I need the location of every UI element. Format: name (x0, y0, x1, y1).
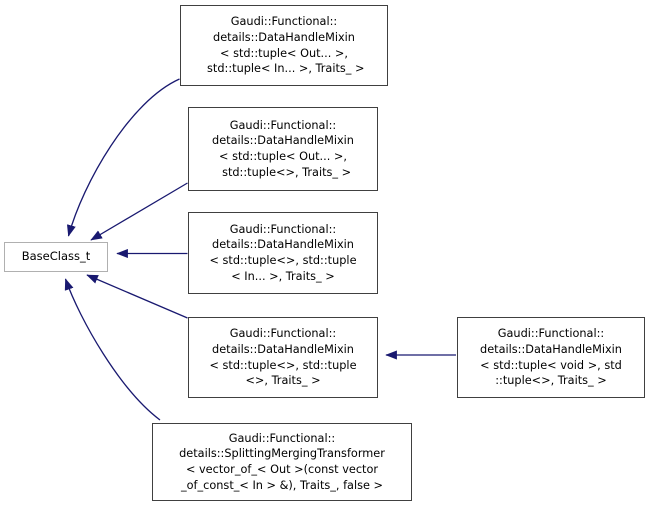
edge-smt-to-base (64, 278, 161, 421)
node-splittingmergingtransformer[interactable]: Gaudi::Functional:: details::SplittingMe… (152, 423, 412, 501)
node-datahandlemixin-void-empty[interactable]: Gaudi::Functional:: details::DataHandleM… (457, 317, 645, 398)
node-datahandlemixin-void-empty-line-3: ::tuple<>, Traits_ > (495, 374, 607, 388)
node-datahandlemixin-empty-in-line-0: Gaudi::Functional:: (229, 222, 337, 236)
node-datahandlemixin-out-empty-line-1: details::DataHandleMixin (212, 134, 354, 148)
edge-dhm-out-empty-to-base (90, 182, 188, 241)
node-splittingmergingtransformer-line-2: < vector_of_< Out >(const vector (185, 463, 379, 476)
node-datahandlemixin-out-empty[interactable]: Gaudi::Functional:: details::DataHandleM… (188, 107, 378, 191)
node-datahandlemixin-empty-in-line-1: details::DataHandleMixin (212, 238, 354, 252)
node-datahandlemixin-out-empty-line-2: < std::tuple< Out... >, (219, 150, 347, 163)
node-datahandlemixin-out-in-line-0: Gaudi::Functional:: (230, 15, 338, 29)
edge-dhm-empty-empty-to-base (86, 274, 188, 319)
node-datahandlemixin-empty-in-line-3: < In... >, Traits_ > (231, 269, 335, 283)
node-datahandlemixin-empty-empty-line-1: details::DataHandleMixin (212, 342, 354, 356)
node-datahandlemixin-empty-empty[interactable]: Gaudi::Functional:: details::DataHandleM… (188, 317, 378, 398)
node-datahandlemixin-void-empty-line-1: details::DataHandleMixin (480, 342, 622, 356)
node-datahandlemixin-empty-in[interactable]: Gaudi::Functional:: details::DataHandleM… (188, 212, 378, 294)
node-datahandlemixin-empty-empty-line-0: Gaudi::Functional:: (229, 327, 337, 341)
node-splittingmergingtransformer-line-3: _of_const_< In > &), Traits_, false > (180, 478, 384, 492)
node-datahandlemixin-out-empty-line-3: std::tuple<>, Traits_ > (214, 165, 352, 179)
node-base-class-t[interactable]: BaseClass_t (4, 242, 108, 272)
node-datahandlemixin-empty-empty-line-3: <>, Traits_ > (245, 374, 321, 388)
node-base-class-t-line-0: BaseClass_t (21, 249, 91, 264)
node-datahandlemixin-empty-in-line-2: < std::tuple<>, std::tuple (209, 254, 357, 267)
node-datahandlemixin-out-in-line-2: < std::tuple< Out... >, (220, 46, 348, 60)
node-datahandlemixin-out-in-line-3: std::tuple< In... >, Traits_ > (203, 62, 365, 76)
node-datahandlemixin-void-empty-line-2: < std::tuple< void >, std (480, 358, 622, 372)
node-splittingmergingtransformer-line-1: details::SplittingMergingTransformer (179, 447, 385, 461)
edge-dhm-out-in-to-base (66, 78, 180, 237)
node-datahandlemixin-out-in-line-1: details::DataHandleMixin (213, 30, 355, 44)
node-datahandlemixin-out-empty-line-0: Gaudi::Functional:: (229, 118, 337, 132)
node-datahandlemixin-out-in[interactable]: Gaudi::Functional:: details::DataHandleM… (180, 5, 388, 86)
node-datahandlemixin-void-empty-line-0: Gaudi::Functional:: (497, 327, 605, 341)
node-datahandlemixin-empty-empty-line-2: < std::tuple<>, std::tuple (209, 358, 357, 372)
node-splittingmergingtransformer-line-0: Gaudi::Functional:: (228, 431, 336, 445)
